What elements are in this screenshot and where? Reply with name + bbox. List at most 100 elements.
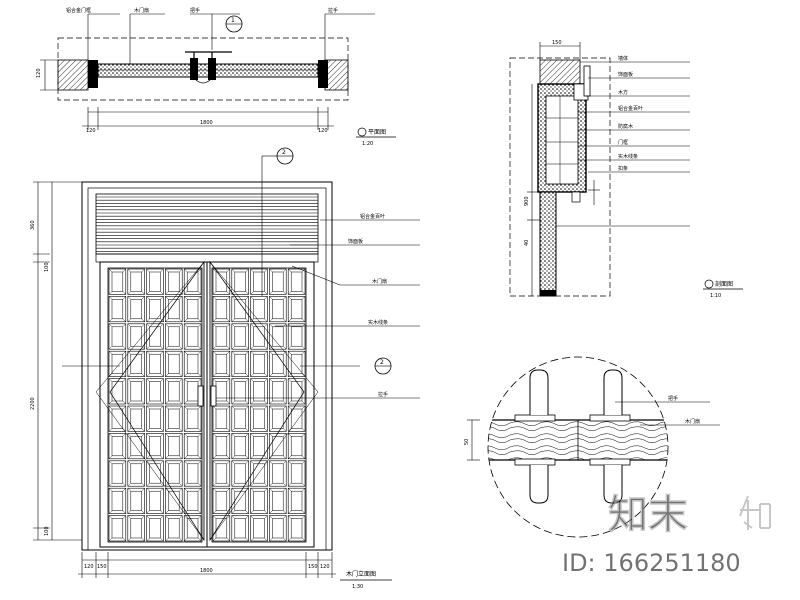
coffer-panel	[108, 378, 127, 405]
coffer-panel	[231, 296, 249, 323]
coffer-panel	[250, 433, 268, 460]
coffer-panel	[287, 378, 306, 405]
coffer-panel	[183, 405, 202, 432]
coffer-panel	[212, 433, 231, 460]
section-callout-label: 实木线条	[618, 153, 638, 160]
elevation-dim-bottom-3: 150	[308, 564, 318, 570]
coffer-panel	[146, 378, 164, 405]
coffer-panel	[250, 515, 268, 542]
coffer-panel	[231, 378, 249, 405]
left-pull-handle	[197, 385, 204, 407]
elevation-top-marker: 2	[282, 149, 286, 156]
coffer-panel	[127, 268, 145, 295]
coffer-panel	[127, 350, 145, 377]
coffer-panel	[165, 268, 183, 295]
watermark-id: ID: 166251180	[562, 549, 741, 577]
coffer-panel	[146, 296, 164, 323]
coffer-panel	[127, 405, 145, 432]
watermark: 知末 ID: 166251180	[562, 491, 771, 577]
section-callout-label: 铝合金百叶	[618, 105, 643, 112]
coffer-panel	[127, 323, 145, 350]
circle-callout-leaf: 木门扇	[685, 418, 700, 425]
coffer-panel	[212, 296, 231, 323]
coffer-panel	[108, 405, 127, 432]
section-callout-label: 饰面板	[618, 71, 633, 78]
coffer-panel	[250, 378, 268, 405]
elevation-dim-left-0: 360	[30, 220, 36, 230]
plan-dim-height: 120	[36, 68, 42, 78]
plan-dim-left: 120	[86, 128, 96, 134]
elevation-dim-bottom-4: 120	[320, 564, 330, 570]
coffer-panel	[127, 460, 145, 487]
coffer-panel	[250, 460, 268, 487]
coffer-panel	[108, 323, 127, 350]
coffer-panel	[287, 350, 306, 377]
plan-scale: 1:20	[362, 141, 373, 147]
section-title: 剖面图	[715, 280, 733, 288]
coffer-panel	[108, 350, 127, 377]
coffer-panel	[212, 268, 231, 295]
coffer-panel	[165, 460, 183, 487]
section-callout-label: 墙体	[618, 55, 628, 62]
section-scale: 1:10	[710, 293, 721, 299]
coffer-panel	[212, 350, 231, 377]
coffer-panel	[108, 515, 127, 542]
coffer-panel	[146, 515, 164, 542]
coffer-panel	[165, 405, 183, 432]
elevation-dim-bottom-2: 1800	[200, 568, 213, 574]
plan-title: 平面图	[368, 129, 386, 136]
plan-callout-leaf: 木门扇	[134, 7, 149, 14]
coffer-panel	[287, 515, 306, 542]
coffer-panel	[127, 515, 145, 542]
coffer-panel	[287, 323, 306, 350]
plan-callout-frame: 铝合金门框	[66, 7, 91, 14]
coffer-panel	[287, 460, 306, 487]
watermark-logo-icon	[739, 495, 771, 530]
coffer-panel	[183, 323, 202, 350]
elevation-title: 木门立面图	[346, 570, 376, 578]
coffer-panel	[146, 268, 164, 295]
elevation-section-marker: 2	[380, 359, 384, 366]
elevation-callout-molding: 实木线条	[368, 319, 388, 326]
coffer-panel	[269, 460, 287, 487]
circle-dim: 50	[464, 439, 470, 445]
coffer-panel	[183, 515, 202, 542]
coffer-panel	[165, 515, 183, 542]
door-coffer-panels	[108, 268, 306, 542]
coffer-panel	[183, 296, 202, 323]
coffer-panel	[108, 268, 127, 295]
plan-dim-width: 1800	[200, 120, 213, 126]
plan-section-marker: 1	[231, 17, 235, 24]
elevation-callout-veneer: 饰面板	[348, 238, 363, 245]
plan-section-view: 120 120 1800 120 铝合金门框 木门扇 把手 拉手 1 平面图 1…	[36, 7, 396, 147]
coffer-panel	[212, 487, 231, 514]
coffer-panel	[269, 405, 287, 432]
coffer-panel	[165, 296, 183, 323]
coffer-panel	[165, 350, 183, 377]
coffer-panel	[146, 487, 164, 514]
elevation-dim-left-1: 100	[44, 262, 50, 272]
section-dim-mid: 900	[524, 196, 530, 206]
coffer-panel	[127, 487, 145, 514]
coffer-panel	[108, 460, 127, 487]
section-callout-label: 防腐木	[618, 123, 633, 130]
coffer-panel	[269, 350, 287, 377]
elevation-dim-left-2: 2200	[30, 397, 36, 410]
coffer-panel	[287, 296, 306, 323]
coffer-panel	[231, 515, 249, 542]
section-callout-label: 门框	[618, 139, 628, 146]
section-dim-top: 150	[552, 40, 562, 46]
coffer-panel	[269, 487, 287, 514]
section-callout-label: 扣条	[618, 165, 628, 172]
circle-handle-detail: 50 把手 木门扇	[464, 356, 720, 538]
coffer-panel	[250, 268, 268, 295]
coffer-panel	[250, 323, 268, 350]
coffer-panel	[212, 405, 231, 432]
elevation-dim-left-3: 100	[44, 526, 50, 536]
coffer-panel	[287, 405, 306, 432]
coffer-panel	[146, 405, 164, 432]
circle-callout-handle: 把手	[668, 395, 678, 402]
coffer-panel	[231, 323, 249, 350]
coffer-panel	[183, 350, 202, 377]
